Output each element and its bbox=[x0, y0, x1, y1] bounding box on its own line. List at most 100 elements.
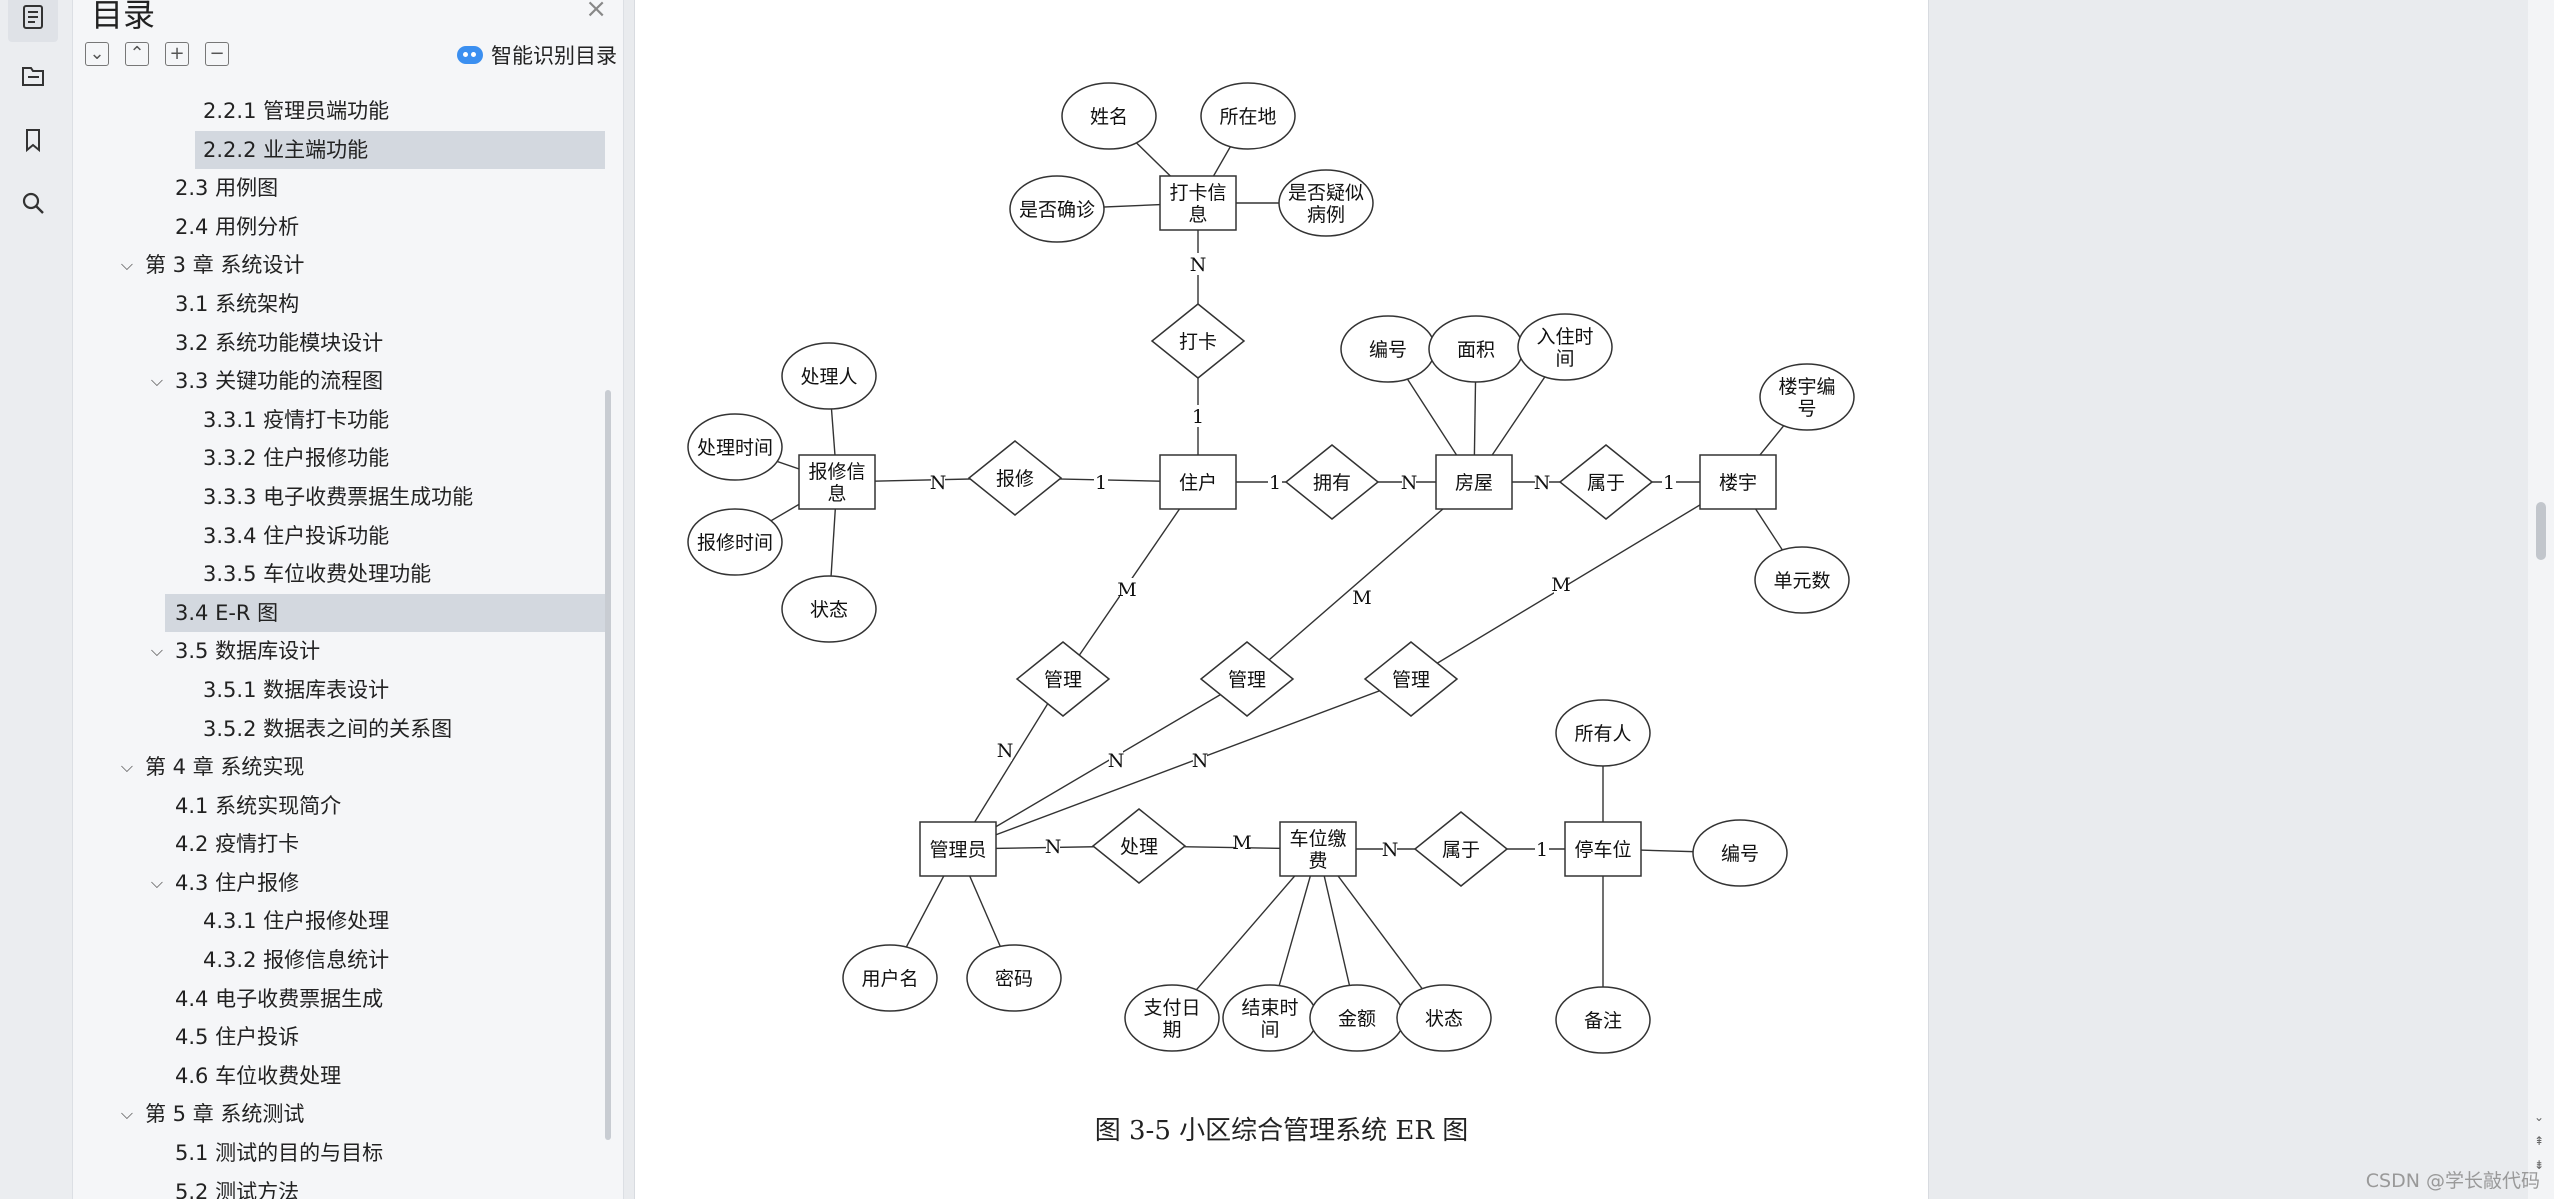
er-attribute-ellipse bbox=[1061, 82, 1157, 150]
toc-item[interactable]: 4.5 住户投诉 bbox=[73, 1018, 618, 1057]
search-icon[interactable] bbox=[8, 178, 58, 228]
toc-panel: 目录 × ⌄ ⌃ + − 智能识别目录 2.2.1 管理员端功能 2.2.2 业主… bbox=[73, 0, 624, 1199]
er-cardinality: 1 bbox=[1192, 406, 1204, 428]
er-attribute-label: 处理时间 bbox=[697, 437, 773, 459]
chevron-down-icon[interactable]: ⌵ bbox=[150, 371, 164, 391]
close-icon[interactable]: × bbox=[585, 0, 607, 24]
toc-item-label: 5.2 测试方法 bbox=[175, 1179, 300, 1199]
toc-item[interactable]: 3.1 系统架构 bbox=[73, 285, 618, 324]
chevron-down-icon[interactable]: ⌵ bbox=[150, 641, 164, 661]
toc-item-label: 4.6 车位收费处理 bbox=[175, 1063, 342, 1088]
er-attribute-label: 金额 bbox=[1338, 1008, 1376, 1030]
toc-item[interactable]: 3.2 系统功能模块设计 bbox=[73, 324, 618, 363]
chevron-down-icon[interactable]: ⌵ bbox=[120, 1104, 134, 1124]
er-relation-label: 打卡 bbox=[1179, 331, 1217, 353]
er-attribute-ellipse bbox=[687, 508, 783, 576]
toc-item[interactable]: ⌵第 4 章 系统实现 bbox=[73, 748, 618, 787]
er-relation-label: 管理 bbox=[1228, 669, 1266, 691]
toc-item[interactable]: 2.3 用例图 bbox=[73, 169, 618, 208]
chevron-down-icon[interactable]: ⌵ bbox=[120, 757, 134, 777]
toc-item[interactable]: 3.3.1 疫情打卡功能 bbox=[73, 401, 618, 440]
toc-scrollbar[interactable] bbox=[605, 390, 611, 1140]
er-connector bbox=[957, 678, 1064, 850]
er-cardinality: 1 bbox=[1536, 839, 1548, 861]
page-down-icon[interactable]: ⇟ bbox=[2534, 1158, 2545, 1172]
er-cardinality: 1 bbox=[1663, 472, 1675, 494]
er-entity-box bbox=[798, 454, 876, 510]
toc-item[interactable]: ⌵3.5 数据库设计 bbox=[73, 632, 618, 671]
expand-all-button[interactable]: + bbox=[165, 42, 189, 66]
scrollbar-thumb[interactable] bbox=[2536, 502, 2546, 560]
er-cardinality: N bbox=[1534, 472, 1551, 494]
er-entity-box bbox=[1699, 454, 1777, 510]
toc-item-label: 第 5 章 系统测试 bbox=[145, 1102, 305, 1127]
toc-title: 目录 bbox=[91, 0, 156, 34]
smart-toc-button[interactable]: 智能识别目录 bbox=[457, 40, 617, 70]
er-cardinality: 1 bbox=[1095, 472, 1107, 494]
er-attribute-label: 是否确诊 bbox=[1019, 199, 1095, 221]
er-attribute-label: 面积 bbox=[1457, 339, 1495, 361]
toc-item-label: 2.2.1 管理员端功能 bbox=[203, 99, 390, 123]
er-cardinality-bg bbox=[1355, 586, 1369, 608]
er-cardinality-bg bbox=[1191, 253, 1205, 275]
er-cardinality-bg bbox=[1535, 838, 1549, 860]
toc-item[interactable]: ⌵第 3 章 系统设计 bbox=[73, 246, 618, 285]
er-entity-label: 管理员 bbox=[929, 839, 986, 861]
toc-item[interactable]: 3.5.1 数据库表设计 bbox=[73, 671, 618, 710]
toc-item[interactable]: 3.4 E-R 图 bbox=[165, 593, 605, 633]
toc-item[interactable]: 5.2 测试方法 bbox=[73, 1173, 618, 1199]
bookmark-icon[interactable] bbox=[8, 115, 58, 165]
toc-item[interactable]: ⌵ 第 5 章 系统测试 bbox=[73, 1095, 618, 1134]
toc-item[interactable]: 3.3.3 电子收费票据生成功能 bbox=[73, 478, 618, 517]
er-attribute-label: 状态 bbox=[810, 599, 848, 621]
collapse-button[interactable]: − bbox=[205, 42, 229, 66]
er-attribute-ellipse bbox=[1396, 984, 1492, 1052]
toc-item[interactable]: 4.3.1 住户报修处理 bbox=[73, 902, 618, 941]
er-entity-box bbox=[1564, 821, 1642, 877]
toc-item[interactable]: 3.5.2 数据表之间的关系图 bbox=[73, 710, 618, 749]
toc-item-label: 3.5.2 数据表之间的关系图 bbox=[203, 716, 453, 741]
toc-item[interactable]: ⌵3.3 关键功能的流程图 bbox=[73, 362, 618, 401]
er-cardinality: N bbox=[1108, 750, 1125, 772]
er-cardinality: M bbox=[1551, 574, 1570, 596]
toc-item[interactable]: ⌵4.3 住户报修 bbox=[73, 864, 618, 903]
toc-item[interactable]: 2.2.2 业主端功能 bbox=[195, 130, 605, 170]
toc-item[interactable]: 2.4 用例分析 bbox=[73, 208, 618, 247]
er-attribute-label: 处理人 bbox=[800, 366, 857, 388]
toc-item[interactable]: 4.4 电子收费票据生成 bbox=[73, 980, 618, 1019]
er-entity-label: 停车位 bbox=[1574, 839, 1631, 861]
er-relation-label: 报修 bbox=[996, 468, 1034, 490]
er-entity-box bbox=[1279, 821, 1357, 877]
toc-item[interactable]: 4.3.2 报修信息统计 bbox=[73, 941, 618, 980]
chevron-down-icon[interactable]: ⌵ bbox=[120, 255, 134, 275]
expand-up-button[interactable]: ⌃ bbox=[125, 42, 149, 66]
scroll-down-icon[interactable]: ⌄ bbox=[2534, 1110, 2545, 1124]
toc-item[interactable]: 3.3.2 住户报修功能 bbox=[73, 439, 618, 478]
toc-item-label: 4.2 疫情打卡 bbox=[175, 832, 300, 857]
page-up-icon[interactable]: ⇞ bbox=[2534, 1134, 2545, 1148]
er-attribute-label: 结束时间 bbox=[1241, 997, 1298, 1041]
er-attribute-ellipse bbox=[1009, 175, 1105, 243]
chevron-down-icon[interactable]: ⌵ bbox=[150, 872, 164, 892]
er-cardinality: N bbox=[997, 740, 1014, 762]
er-entity-label: 车位缴费 bbox=[1289, 828, 1346, 872]
toc-item[interactable]: 3.3.4 住户投诉功能 bbox=[73, 517, 618, 556]
toc-item[interactable]: 4.6 车位收费处理 bbox=[73, 1057, 618, 1096]
toc-icon[interactable] bbox=[8, 0, 58, 42]
er-cardinality: N bbox=[1045, 836, 1062, 858]
vertical-scrollbar[interactable]: ⌄ ⇞ ⇟ bbox=[2528, 0, 2554, 1199]
er-cardinality: 1 bbox=[1269, 472, 1281, 494]
er-relation-label: 处理 bbox=[1120, 836, 1158, 858]
toc-item[interactable]: 4.1 系统实现简介 bbox=[73, 787, 618, 826]
er-cardinality: M bbox=[1117, 579, 1136, 601]
er-cardinality-bg bbox=[998, 739, 1012, 761]
er-attribute-label: 支付日期 bbox=[1143, 997, 1200, 1041]
outline-icon[interactable] bbox=[8, 51, 58, 101]
toc-item[interactable]: 3.3.5 车位收费处理功能 bbox=[73, 555, 618, 594]
toc-item[interactable]: 5.1 测试的目的与目标 bbox=[73, 1134, 618, 1173]
er-attribute-ellipse bbox=[842, 944, 938, 1012]
collapse-all-button[interactable]: ⌄ bbox=[85, 42, 109, 66]
er-attribute-label: 是否疑似病例 bbox=[1288, 182, 1364, 226]
toc-item[interactable]: 2.2.1 管理员端功能 bbox=[73, 92, 618, 131]
toc-item[interactable]: 4.2 疫情打卡 bbox=[73, 825, 618, 864]
